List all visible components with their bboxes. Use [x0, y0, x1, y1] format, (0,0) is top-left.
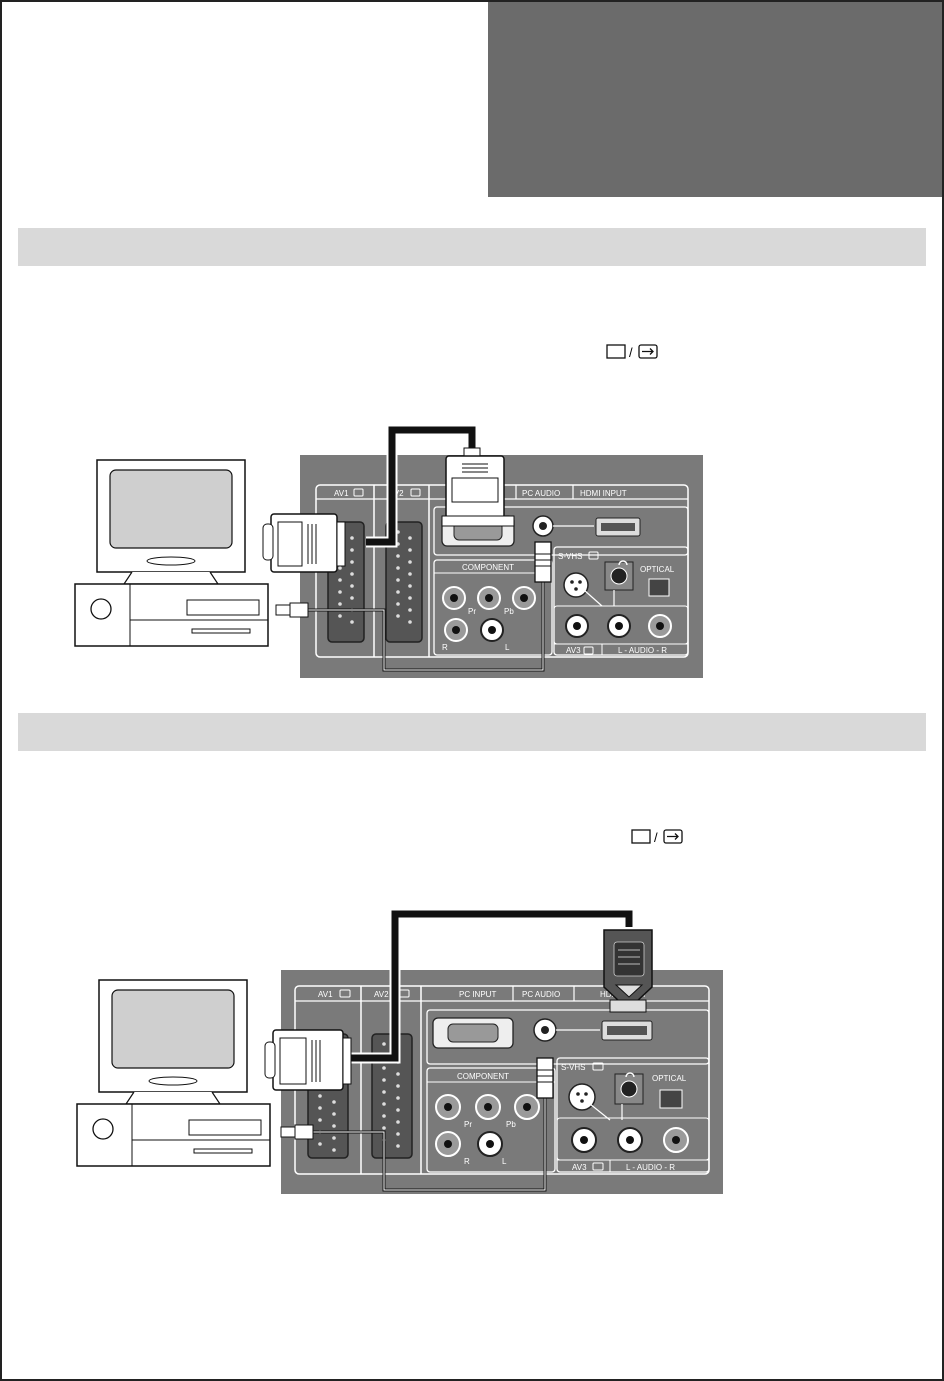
label-l: L: [502, 1157, 507, 1166]
header-block: [488, 2, 942, 197]
label-audio-lr: L - AUDIO - R: [626, 1163, 675, 1172]
label-pc-input: PC INPUT: [459, 990, 496, 999]
tv-av-input-icon: /: [606, 344, 658, 360]
label-av3: AV3: [572, 1163, 587, 1172]
label-av2: AV2: [374, 990, 389, 999]
label-pb: Pb: [506, 1120, 516, 1129]
section-bar-2: [18, 713, 926, 751]
d-sub-cable: [262, 424, 515, 573]
computer-icon: [74, 459, 269, 647]
svg-text:/: /: [654, 830, 658, 845]
hdmi-cable: [264, 908, 653, 1091]
label-svhs: S-VHS: [561, 1063, 585, 1072]
computer-icon: [76, 979, 271, 1167]
label-r: R: [442, 643, 448, 652]
label-svhs: S-VHS: [558, 552, 582, 561]
label-l: L: [505, 643, 510, 652]
label-av1: AV1: [334, 489, 349, 498]
audio-cable: [280, 1057, 554, 1192]
label-optical: OPTICAL: [652, 1074, 687, 1083]
label-av1: AV1: [318, 990, 333, 999]
label-pc-audio: PC AUDIO: [522, 489, 560, 498]
tv-rear-panel: AV1 AV2 PC INPUT PC AUDIO HDMI INPUT COM…: [281, 970, 723, 1194]
section-bar-1: [18, 228, 926, 266]
label-av3: AV3: [566, 646, 581, 655]
component-jacks: [442, 586, 536, 642]
label-pr: Pr: [464, 1120, 472, 1129]
label-pr: Pr: [468, 607, 476, 616]
svg-text:/: /: [629, 345, 633, 360]
label-hdmi-input: HDMI INPUT: [580, 489, 627, 498]
label-pb: Pb: [504, 607, 514, 616]
tv-av-input-icon: /: [631, 829, 683, 845]
component-jacks: [435, 1094, 540, 1157]
audio-cable: [275, 541, 552, 672]
label-audio-lr: L - AUDIO - R: [618, 646, 667, 655]
label-pc-audio: PC AUDIO: [522, 990, 560, 999]
label-optical: OPTICAL: [640, 565, 675, 574]
label-component: COMPONENT: [457, 1072, 509, 1081]
label-component: COMPONENT: [462, 563, 514, 572]
label-r: R: [464, 1157, 470, 1166]
